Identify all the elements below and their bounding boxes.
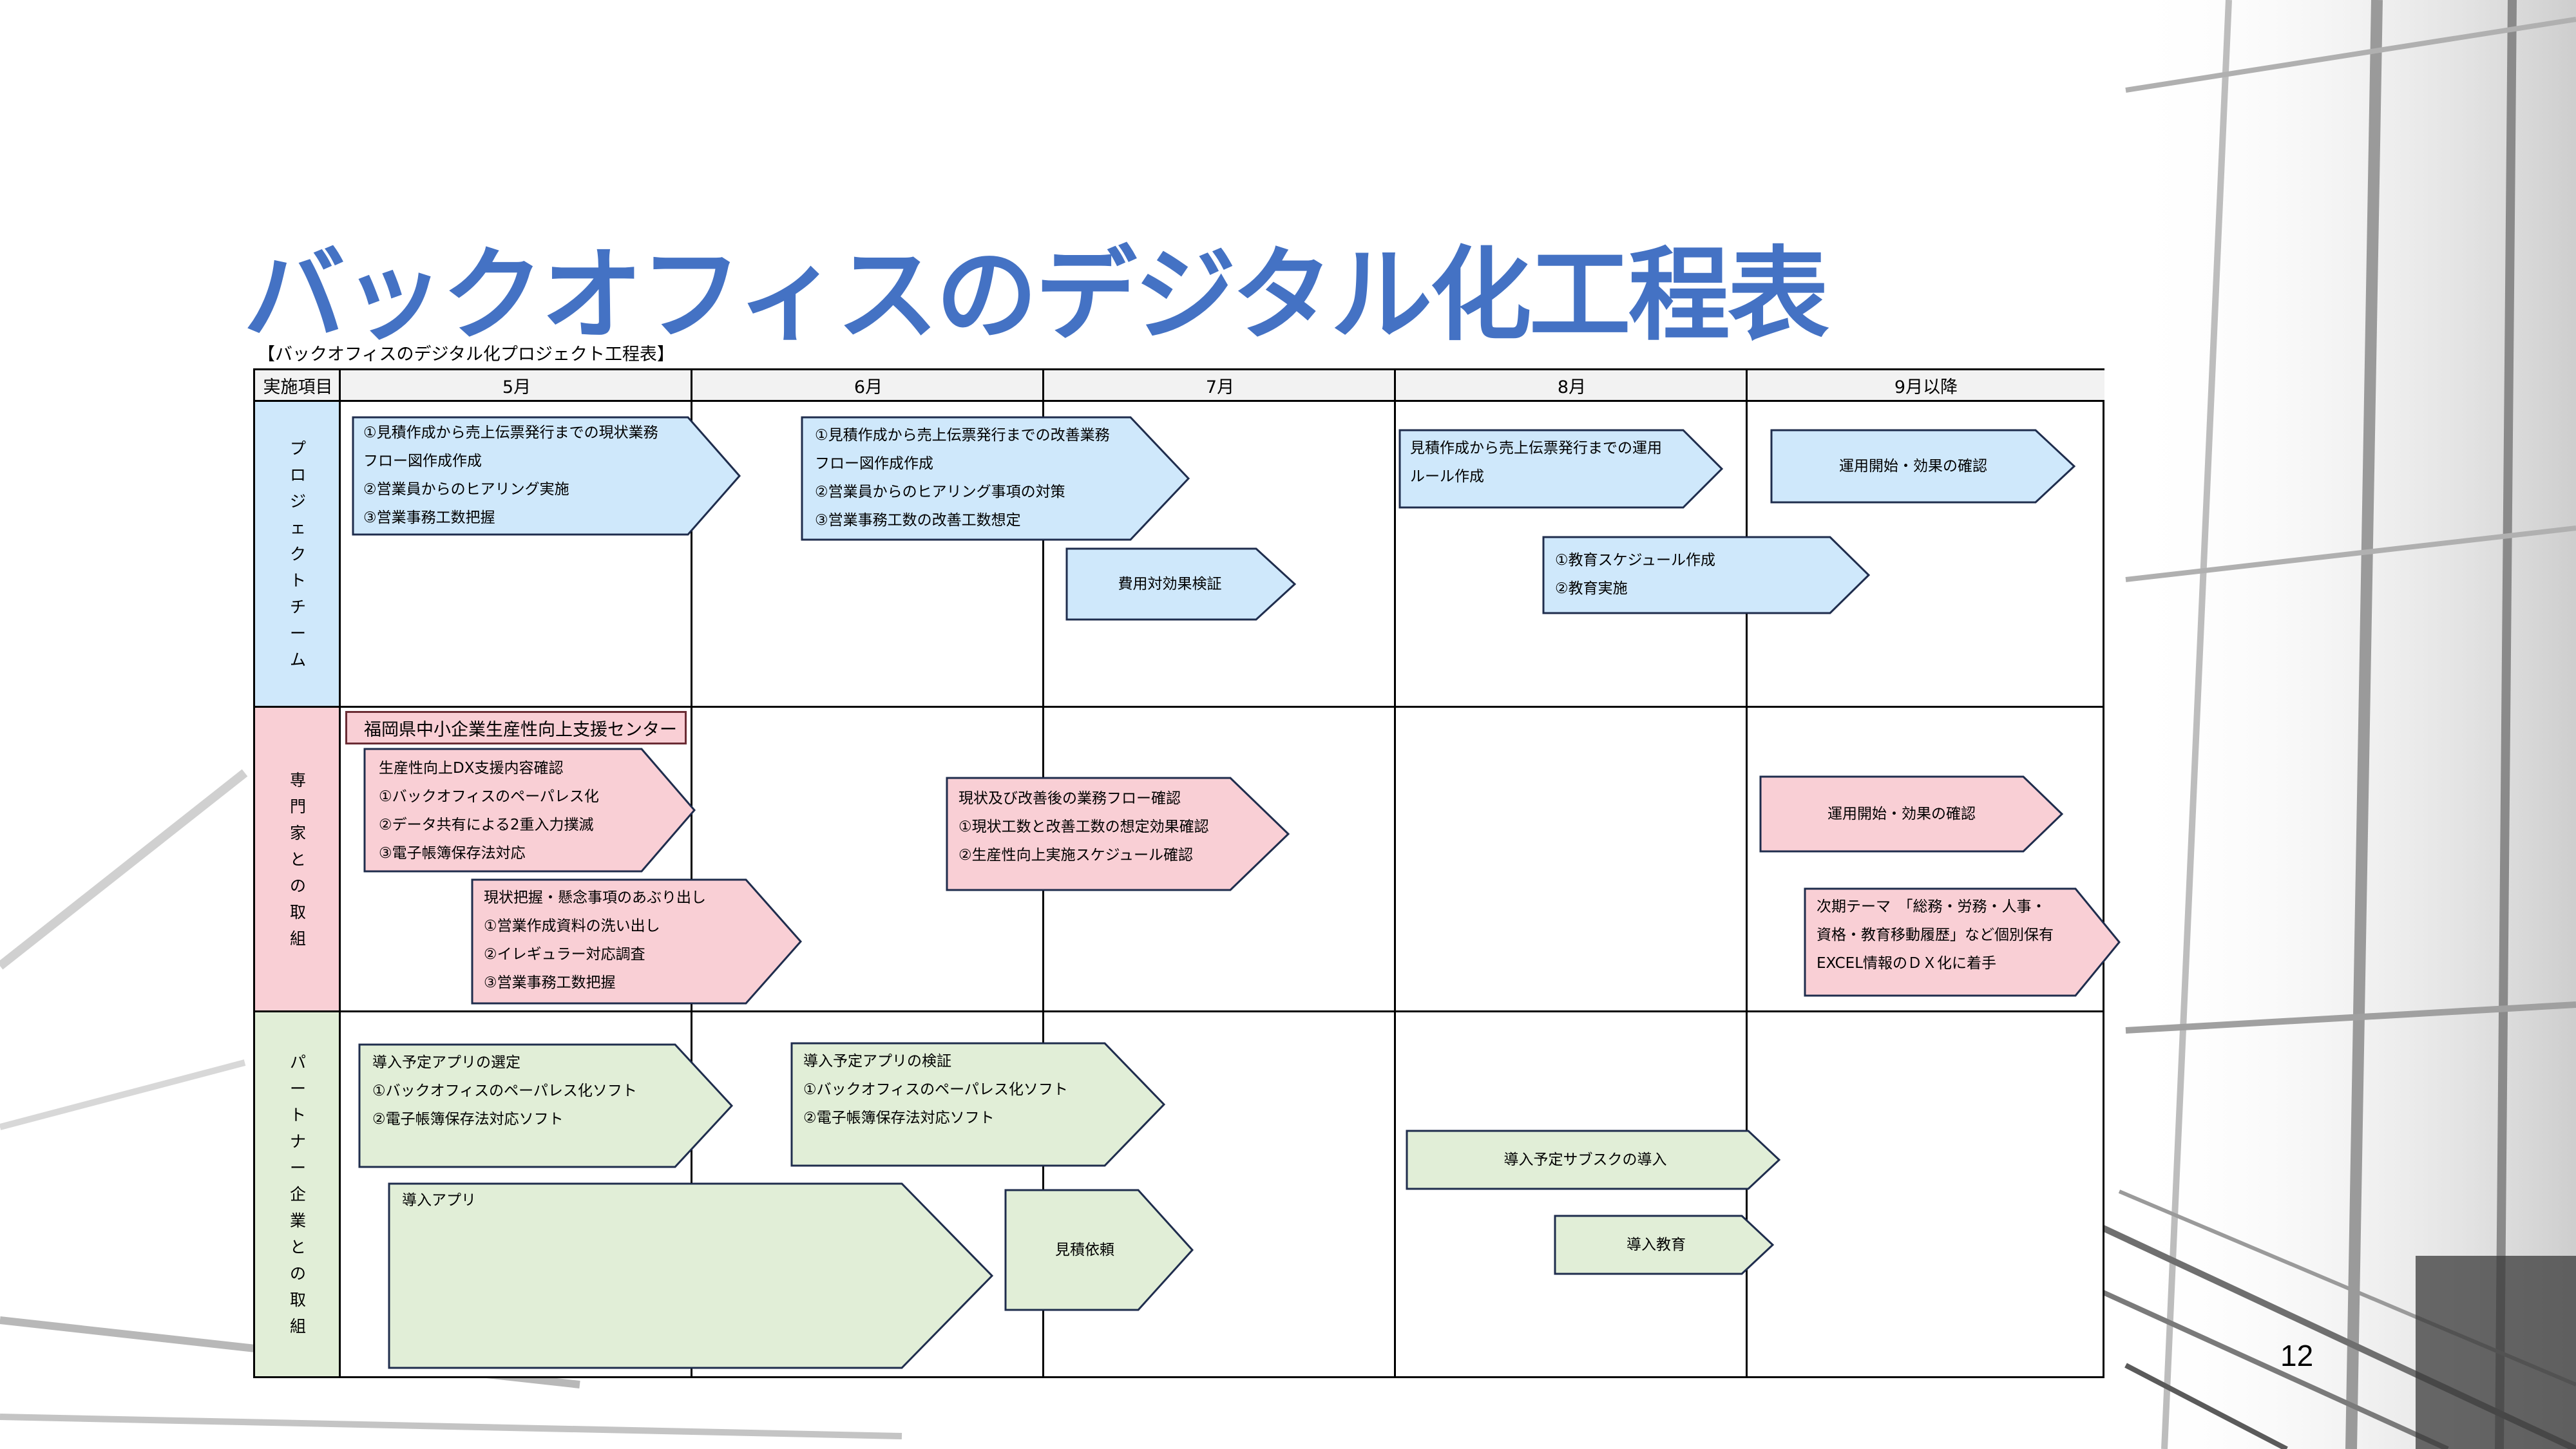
task-quote-request: 見積依頼 — [1004, 1189, 1194, 1311]
grid-line — [255, 1010, 2103, 1012]
grid-line — [1746, 370, 1748, 1376]
task-operation-start-ex: 運用開始・効果の確認 — [1759, 775, 2064, 853]
page-number: 12 — [2280, 1339, 2314, 1372]
grid-line — [255, 400, 2103, 402]
grid-line — [691, 370, 692, 1376]
header-month-6: 6月 — [692, 370, 1044, 400]
chart-caption: 【バックオフィスのデジタル化プロジェクト工程表】 — [258, 345, 674, 365]
task-operation-start-pt: 運用開始・効果の確認 — [1770, 429, 2076, 504]
task-cost-effect: 費用対効果検証 — [1065, 547, 1297, 621]
row-label-project-team: プロジェクトチーム — [255, 402, 341, 706]
grid-line — [339, 370, 341, 1376]
header-month-8: 8月 — [1396, 370, 1748, 400]
grid-line — [255, 706, 2103, 708]
slide-title: バックオフィスのデジタル化工程表 — [243, 236, 1829, 355]
header-item: 実施項目 — [255, 370, 341, 400]
header-month-7: 7月 — [1044, 370, 1396, 400]
task-training: 導入教育 — [1554, 1215, 1775, 1275]
task-subscription-intro: 導入予定サブスクの導入 — [1406, 1130, 1781, 1190]
task-operation-rules: 見積作成から売上伝票発行までの運用ルール作成 — [1398, 429, 1724, 509]
header-month-9: 9月以降 — [1748, 370, 2104, 400]
header-month-5: 5月 — [341, 370, 692, 400]
grid-line — [1394, 370, 1396, 1376]
row-label-experts: 専門家との取組 — [255, 708, 341, 1010]
task-app-introduction: 導入アプリ — [388, 1182, 994, 1369]
support-center-label: 福岡県中小企業生産性向上支援センター — [345, 711, 687, 744]
row-label-partners: パートナー企業との取組 — [255, 1012, 341, 1376]
